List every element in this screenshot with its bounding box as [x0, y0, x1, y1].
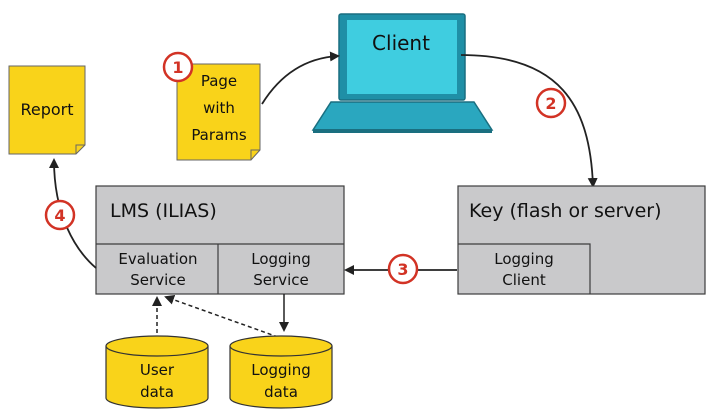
user-data-line1: User [140, 361, 175, 379]
step-3-marker: 3 [387, 253, 419, 285]
page-label-line1: Page [201, 72, 237, 90]
arrow-client-to-key [460, 54, 598, 188]
report-note: Report [8, 65, 86, 155]
user-data-line2: data [140, 383, 174, 401]
step-4-label: 4 [54, 206, 65, 225]
key-box: Key (flash or server) Logging Client [457, 185, 706, 295]
evaluation-service-line2: Service [130, 271, 185, 289]
client-label: Client [372, 31, 430, 55]
page-label-line2: with [203, 99, 235, 117]
lms-title: LMS (ILIAS) [110, 200, 217, 222]
report-label: Report [20, 100, 73, 119]
logging-data-database-icon: Logging data [229, 335, 333, 409]
step-2-marker: 2 [535, 87, 567, 119]
page-with-params-note: Page with Params [176, 63, 261, 161]
user-data-database-icon: User data [105, 335, 209, 409]
step-4-marker: 4 [44, 199, 76, 231]
key-title: Key (flash or server) [469, 200, 662, 222]
logging-data-line1: Logging [251, 361, 311, 379]
step-1-label: 1 [172, 58, 183, 77]
logging-data-line2: data [264, 383, 298, 401]
lms-box: LMS (ILIAS) Evaluation Service Logging S… [95, 185, 345, 295]
laptop-icon: Client [311, 13, 494, 133]
logging-client-line2: Client [502, 271, 546, 289]
logging-service-line1: Logging [251, 250, 311, 268]
logging-service-line2: Service [253, 271, 308, 289]
arrow-page-to-client [261, 51, 340, 105]
page-label-line3: Params [191, 126, 247, 144]
dashed-arrow-logging-data-to-evaluation [164, 294, 279, 338]
step-3-label: 3 [397, 260, 408, 279]
evaluation-service-line1: Evaluation [118, 250, 197, 268]
step-1-marker: 1 [162, 51, 194, 83]
step-2-label: 2 [545, 94, 556, 113]
logging-client-line1: Logging [494, 250, 554, 268]
